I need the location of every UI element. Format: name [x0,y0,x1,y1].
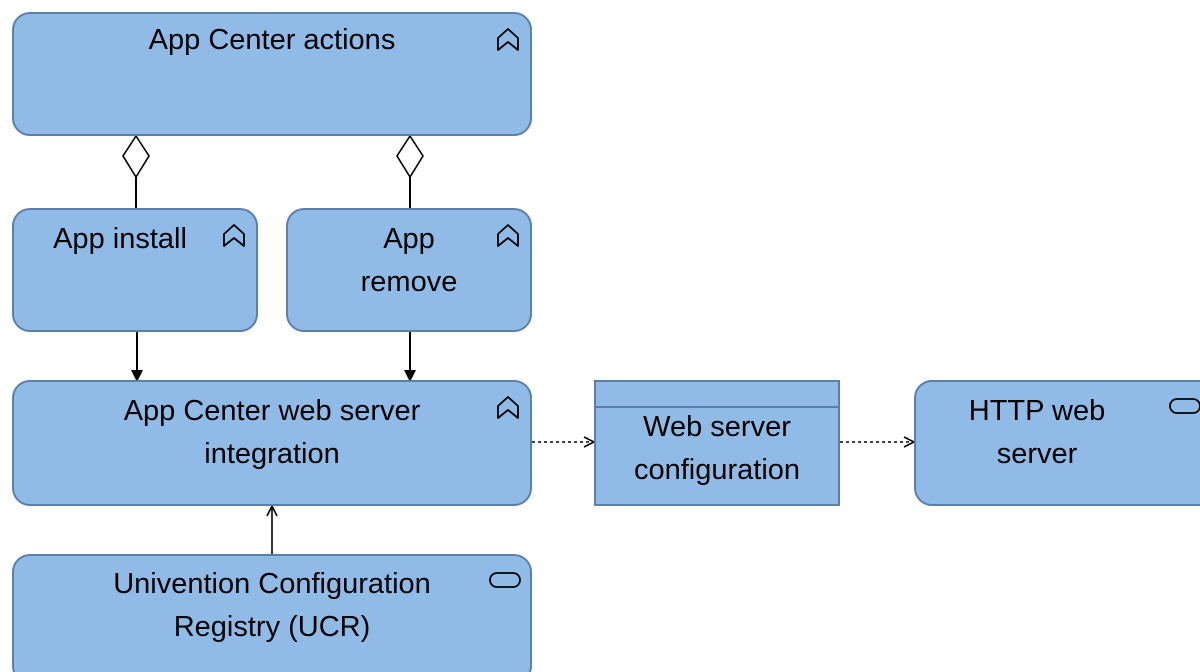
function-icon [497,224,519,247]
node-label: App Center actions [148,24,396,56]
node-app-center-actions[interactable]: App Center actions [12,12,532,136]
function-icon [223,224,245,247]
edge-aggregation-remove [396,134,424,210]
service-icon [489,572,521,588]
function-icon [497,396,519,419]
node-app-install[interactable]: App install [12,208,258,332]
node-label: Web server configuration [633,411,801,486]
node-label: HTTP web server [968,395,1106,470]
node-web-server-configuration[interactable]: Web server configuration [594,380,840,506]
edge-aggregation-install [122,134,150,210]
node-label: App remove [360,223,458,298]
node-label: App install [53,223,187,255]
node-http-web-server[interactable]: HTTP web server [914,380,1200,506]
service-icon [1169,398,1200,414]
node-app-remove[interactable]: App remove [286,208,532,332]
function-icon [497,28,519,51]
object-header [596,382,838,408]
node-label: Univention Configuration Registry (UCR) [113,568,431,643]
node-ucr[interactable]: Univention Configuration Registry (UCR) [12,554,532,672]
node-label: App Center web server integration [123,395,421,470]
node-web-server-integration[interactable]: App Center web server integration [12,380,532,506]
